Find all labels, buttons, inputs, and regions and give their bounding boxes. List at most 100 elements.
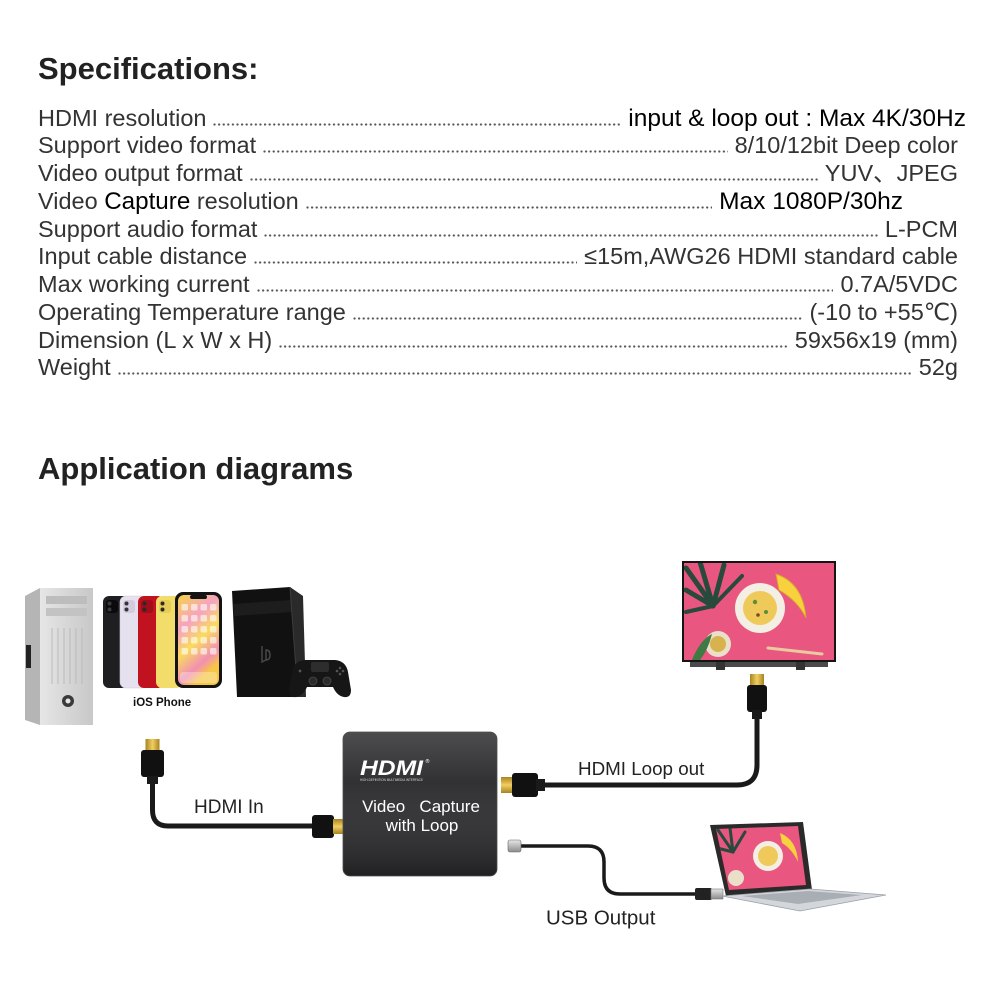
- hdmi-in-label: HDMI In: [194, 797, 264, 818]
- playstation-logo-icon: [261, 646, 271, 664]
- usb-connector: [507, 839, 522, 853]
- thumbstick: [322, 676, 332, 686]
- usb-output-cable: [507, 839, 724, 900]
- spec-row-temperature: Operating Temperature range (-10 to +55℃…: [38, 299, 958, 327]
- tower-grille: [51, 628, 83, 684]
- banana: [775, 573, 807, 619]
- spec-label: Video Capture resolution: [38, 188, 299, 216]
- camera-icon: [141, 600, 153, 613]
- spec-label-emphasis: Capture: [104, 187, 191, 215]
- dot-leader: [305, 205, 713, 209]
- spec-label: Operating Temperature range: [38, 298, 346, 325]
- hdmi-plug-tip: [333, 819, 343, 834]
- capture-device-title: Video Capture: [362, 797, 480, 816]
- spec-label: Input cable distance: [38, 243, 248, 270]
- video-capture-device: HDMI ® HIGH-DEFINITION MULTIMEDIA INTERF…: [342, 731, 498, 877]
- spec-label: Max working current: [38, 271, 250, 298]
- tower-side-panel: [25, 588, 40, 725]
- hdmi-plug-body: [141, 750, 164, 777]
- hdmi-plug-body: [312, 815, 334, 838]
- dot-leader: [352, 316, 803, 320]
- spec-label: Video output format: [38, 160, 243, 187]
- spec-value: 59x56x19 (mm): [794, 326, 958, 353]
- spec-row-cable-distance: Input cable distance ≤15m,AWG26 HDMI sta…: [38, 243, 958, 271]
- dot-leader: [249, 178, 818, 182]
- spec-value: 8/10/12bit Deep color: [734, 132, 958, 159]
- spec-row-capture-resolution: Video Capture resolution Max 1080P/30hz: [38, 188, 958, 216]
- tv-screen-picture: [684, 563, 824, 660]
- tv-stand: [690, 662, 828, 667]
- laptop-keyboard: [742, 891, 862, 904]
- spec-row-working-current: Max working current 0.7A/5VDC: [38, 271, 958, 299]
- hdmi-loop-out-cable: [501, 674, 767, 797]
- spec-row-dimension: Dimension (L x W x H) 59x56x19 (mm): [38, 327, 958, 355]
- usb-output-label: USB Output: [546, 907, 656, 930]
- spec-row-video-format: Support video format 8/10/12bit Deep col…: [38, 132, 958, 160]
- camera-icon: [159, 600, 171, 613]
- dot-leader: [263, 150, 728, 154]
- thumbstick: [308, 676, 318, 686]
- spec-label: Dimension (L x W x H): [38, 326, 273, 353]
- dot-leader: [213, 122, 622, 126]
- hdmi-plug-body: [512, 773, 538, 797]
- dot-leader: [256, 289, 834, 293]
- spec-row-hdmi-resolution: HDMI resolution input & loop out : Max 4…: [38, 105, 966, 133]
- hdmi-plug-body: [747, 685, 767, 712]
- ios-phones: iOS Phone: [103, 592, 222, 709]
- app-icons: [180, 603, 219, 658]
- usb-plug-metal: [710, 888, 724, 900]
- spec-value: YUV、JPEG: [824, 160, 958, 187]
- laptop: [710, 822, 887, 912]
- spec-label: HDMI resolution: [38, 104, 207, 131]
- drive-bay: [46, 608, 87, 616]
- ps4-console: [232, 586, 306, 698]
- specifications-heading: Specifications:: [38, 51, 259, 86]
- dot-leader: [117, 372, 912, 376]
- spec-value: Max 1080P/30hz: [719, 187, 903, 215]
- spec-row-weight: Weight 52g: [38, 354, 958, 382]
- spec-value: input & loop out : Max 4K/30Hz: [628, 104, 966, 132]
- usb-plug-body: [695, 888, 712, 900]
- spec-value: 0.7A/5VDC: [840, 271, 958, 298]
- laptop-screen-picture: [716, 826, 806, 890]
- spec-row-audio-format: Support audio format L-PCM: [38, 216, 958, 244]
- hdmi-plug-tip: [750, 674, 764, 686]
- spec-value: L-PCM: [884, 215, 958, 242]
- hdmi-in-cable: [141, 739, 343, 838]
- spec-value: (-10 to +55℃): [809, 298, 958, 325]
- dock: [180, 672, 217, 683]
- soup: [743, 591, 777, 625]
- hdmi-plug-tip: [501, 777, 513, 793]
- spoon: [766, 646, 824, 656]
- touchpad: [311, 662, 329, 672]
- camera-icon: [106, 600, 118, 613]
- spec-value: ≤15m,AWG26 HDMI standard cable: [584, 243, 958, 270]
- dot-leader: [254, 261, 578, 265]
- spec-label: Support audio format: [38, 215, 258, 242]
- cable: [518, 844, 699, 896]
- tv-monitor: [682, 561, 836, 670]
- cable: [541, 715, 760, 788]
- hdmi-logo-mark: ®: [425, 758, 430, 765]
- dot-leader: [279, 344, 788, 348]
- spec-label: Weight: [38, 354, 111, 381]
- spec-label-part: resolution: [196, 187, 299, 214]
- palm-leaf: [684, 563, 744, 614]
- phone-notch: [190, 595, 207, 599]
- phone-front-screen: [175, 592, 222, 688]
- spec-label-part: Video: [38, 187, 98, 214]
- drive-bay: [46, 596, 87, 604]
- dot-leader: [264, 233, 878, 237]
- camera-icon: [123, 600, 135, 613]
- spec-row-output-format: Video output format YUV、JPEG: [38, 160, 958, 188]
- game-controller: [289, 660, 351, 698]
- spec-label: Support video format: [38, 132, 257, 159]
- ios-phone-label: iOS Phone: [133, 697, 191, 709]
- cable: [150, 781, 317, 829]
- capture-device-subtitle: with Loop: [385, 816, 459, 835]
- application-diagrams-heading: Application diagrams: [38, 451, 354, 486]
- hdmi-plug-tip: [145, 739, 160, 751]
- desktop-pc-tower: [25, 588, 93, 725]
- tower-side-port: [26, 645, 31, 668]
